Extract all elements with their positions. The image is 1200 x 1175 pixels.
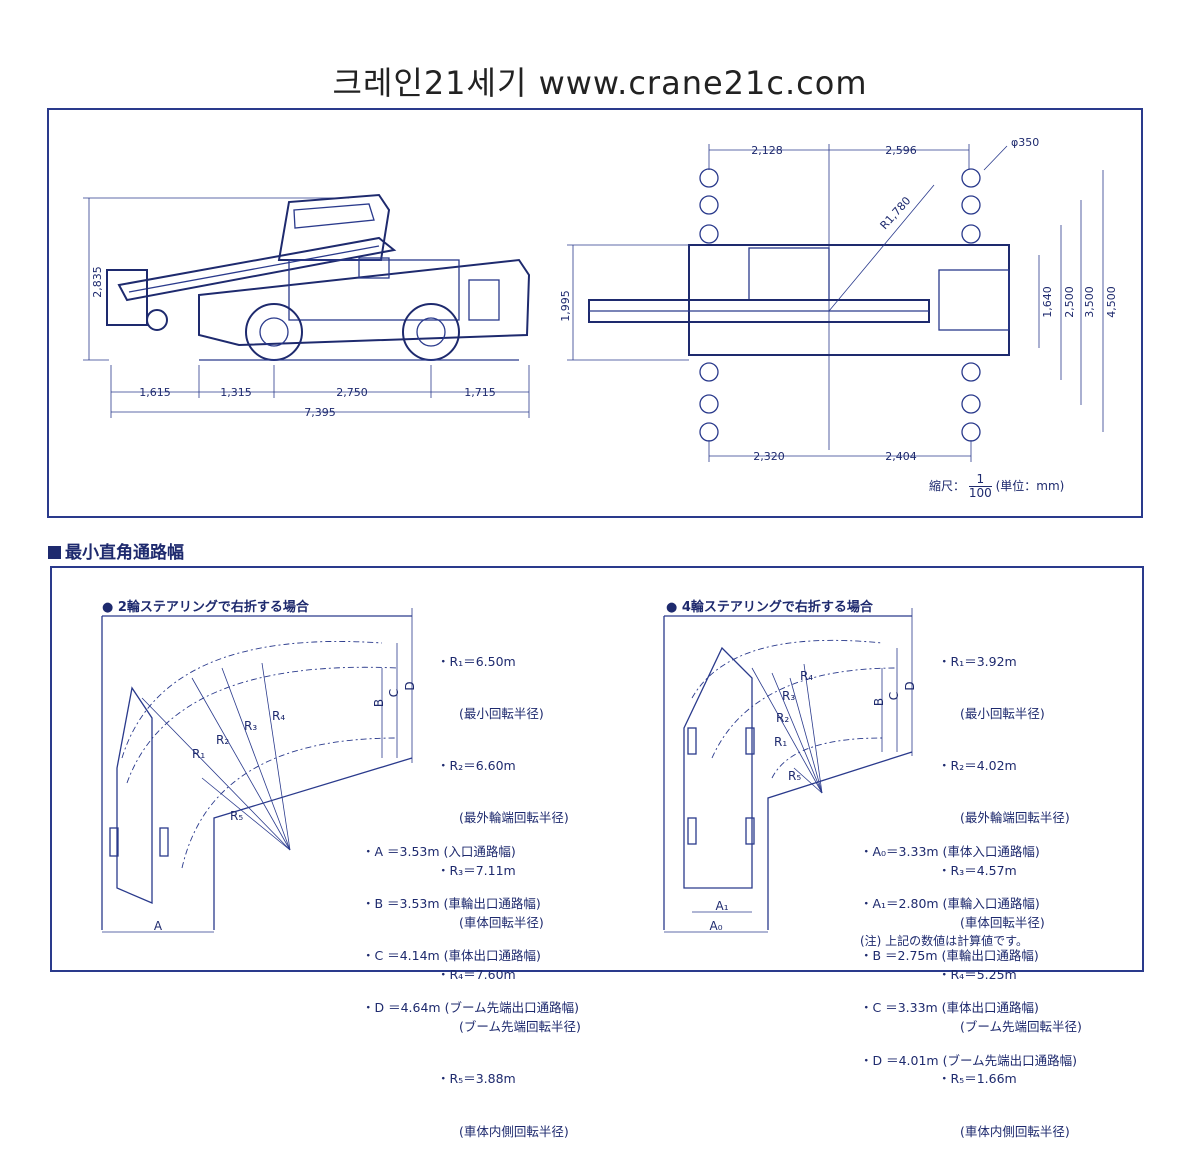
widths-list-2wheel: ・A ＝3.53m (入口通路幅) ・B ＝3.53m (車輪出口通路幅) ・C… <box>362 808 579 1052</box>
section-heading: 最小直角通路幅 <box>48 538 184 563</box>
radius-item: ・R₂＝6.60m <box>437 758 516 774</box>
turning-radius: R1,780 <box>878 194 914 232</box>
radius-desc: (最小回転半径) <box>459 706 544 722</box>
turning-width-panel: A B C D R₁ R₂ R₃ R₄ R₅ <box>50 566 1144 1139</box>
two-wheel-diagram: A B C D R₁ R₂ R₃ R₄ R₅ <box>101 608 417 933</box>
bottom-dim-1: 2,320 <box>753 450 785 463</box>
right-dim-2: 2,500 <box>1063 286 1076 318</box>
radius-item: ・R₃＝7.11m <box>437 862 516 878</box>
case-title-4wheel: ● 4輪ステアリングで右折する場合 <box>666 600 873 615</box>
radius-desc: (車体内側回転半径) <box>459 1123 569 1139</box>
total-length-dim: 7,395 <box>304 406 336 419</box>
radius-desc: (車体回転半径) <box>459 914 544 930</box>
width-item: ・C ＝4.14m (車体出口通路幅) <box>362 948 541 964</box>
radius-desc: (ブーム先端回転半径) <box>960 1019 1082 1035</box>
length-dim-3: 2,750 <box>336 386 368 399</box>
mark-r3-2w: R₃ <box>244 719 257 733</box>
scale-numerator: 1 <box>968 473 992 487</box>
mark-r4-2w: R₄ <box>272 709 285 723</box>
mark-d-2w: D <box>403 681 417 690</box>
top-dim-2: 2,596 <box>885 144 917 157</box>
scale-label: 縮尺： <box>929 479 966 493</box>
width-item: ・A₀＝3.33m (車体入口通路幅) <box>860 843 1040 859</box>
right-dim-4: 4,500 <box>1105 286 1118 318</box>
radius-item: ・R₃＝4.57m <box>938 862 1017 878</box>
dimension-drawing-panel: 2,835 <box>47 108 1143 518</box>
width-item: ・D ＝4.01m (ブーム先端出口通路幅) <box>860 1052 1077 1068</box>
bottom-dim-2: 2,404 <box>885 450 917 463</box>
mark-r2-4w: R₂ <box>776 711 789 725</box>
mark-r1-2w: R₁ <box>192 747 205 761</box>
section-heading-text: 最小直角通路幅 <box>65 543 184 563</box>
scale-fraction: 1 100 <box>968 473 992 500</box>
radius-desc: (ブーム先端回転半径) <box>459 1019 581 1035</box>
height-dim: 2,835 <box>91 266 104 298</box>
mark-r1-4w: R₁ <box>774 735 787 749</box>
width-item: ・D ＝4.64m (ブーム先端出口通路幅) <box>362 1000 579 1016</box>
mark-b-4w: B <box>872 698 886 706</box>
case-title-2wheel: ● 2輪ステアリングで右折する場合 <box>102 600 309 615</box>
mark-a-2w: A <box>154 919 163 933</box>
scale-unit: (単位：mm) <box>995 479 1065 493</box>
right-dim-3: 3,500 <box>1083 286 1096 318</box>
widths-list-4wheel: ・A₀＝3.33m (車体入口通路幅) ・A₁＝2.80m (車輪入口通路幅) … <box>860 808 1077 1104</box>
mark-r5-4w: R₅ <box>788 769 801 783</box>
width-item: ・B ＝2.75m (車輪出口通路幅) <box>860 948 1039 964</box>
radius-desc: (最外輪端回転半径) <box>459 810 569 826</box>
four-wheel-diagram: A₁ A₀ B C D R₁ R₂ R₃ R₄ R₅ <box>663 608 917 933</box>
mark-c-2w: C <box>387 689 401 697</box>
radius-desc: (最小回転半径) <box>960 706 1045 722</box>
radius-item: ・R₄＝5.25m <box>938 967 1017 983</box>
radius-desc: (車体内側回転半径) <box>960 1123 1070 1139</box>
width-item: ・C ＝3.33m (車体出口通路幅) <box>860 1000 1039 1016</box>
mark-r3-4w: R₃ <box>782 689 795 703</box>
mark-r4-4w: R₄ <box>800 669 813 683</box>
mark-a0-4w: A₀ <box>709 919 722 933</box>
page-title: 크레인21세기 www.crane21c.com <box>332 64 868 102</box>
radius-desc: (車体回転半径) <box>960 914 1045 930</box>
width-item: ・B ＝3.53m (車輪出口通路幅) <box>362 896 541 912</box>
side-view: 2,835 <box>83 193 531 419</box>
turning-diagrams: A B C D R₁ R₂ R₃ R₄ R₅ <box>101 608 917 933</box>
mark-r5-2w: R₅ <box>230 809 243 823</box>
length-dim-4: 1,715 <box>464 386 496 399</box>
radius-desc: (最外輪端回転半径) <box>960 810 1070 826</box>
mark-c-4w: C <box>887 692 901 700</box>
calculation-note: (注) 上記の数値は計算値です。 <box>860 934 1028 948</box>
length-dim-1: 1,615 <box>139 386 171 399</box>
radius-item: ・R₁＝6.50m <box>437 653 516 669</box>
top-view: 2,128 2,596 φ350 R1,780 1,99 <box>559 136 1118 463</box>
length-dim-2: 1,315 <box>220 386 252 399</box>
pad-diameter: φ350 <box>1011 136 1039 149</box>
mark-a1-4w: A₁ <box>715 899 728 913</box>
radius-item: ・R₄＝7.60m <box>437 967 516 983</box>
right-dim-1: 1,640 <box>1041 286 1054 318</box>
scale-denominator: 100 <box>968 486 992 500</box>
width-dim: 1,995 <box>559 290 572 322</box>
crane-dimension-drawing: 2,835 <box>83 136 1118 463</box>
mark-d-4w: D <box>903 681 917 690</box>
mark-b-2w: B <box>372 699 386 707</box>
radius-item: ・R₅＝3.88m <box>437 1071 516 1087</box>
scale-note: 縮尺： 1 100 (単位：mm) <box>929 473 1064 500</box>
radius-item: ・R₂＝4.02m <box>938 758 1017 774</box>
radius-item: ・R₁＝3.92m <box>938 653 1017 669</box>
mark-r2-2w: R₂ <box>216 733 229 747</box>
top-dim-1: 2,128 <box>751 144 783 157</box>
width-item: ・A₁＝2.80m (車輪入口通路幅) <box>860 896 1040 912</box>
square-bullet-icon <box>48 546 61 559</box>
width-item: ・A ＝3.53m (入口通路幅) <box>362 843 516 859</box>
